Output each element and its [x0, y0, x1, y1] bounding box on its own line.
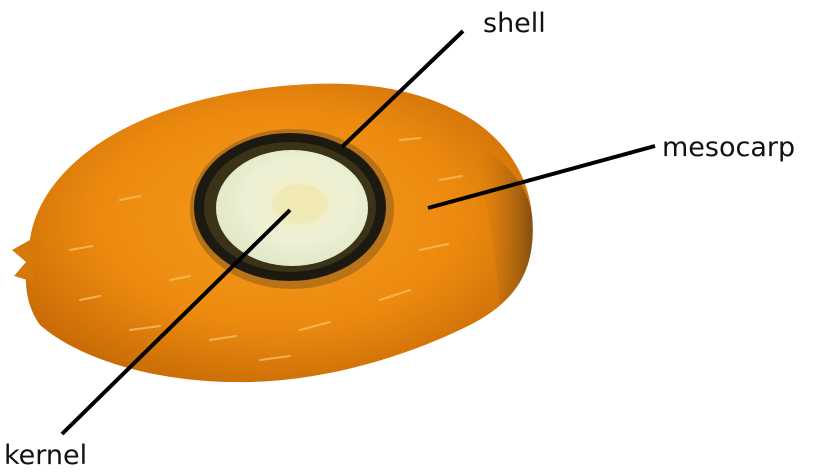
kernel-label: kernel [4, 442, 87, 469]
fruit-kernel [216, 150, 368, 266]
shell-label: shell [483, 10, 546, 37]
mesocarp-label: mesocarp [662, 134, 795, 161]
